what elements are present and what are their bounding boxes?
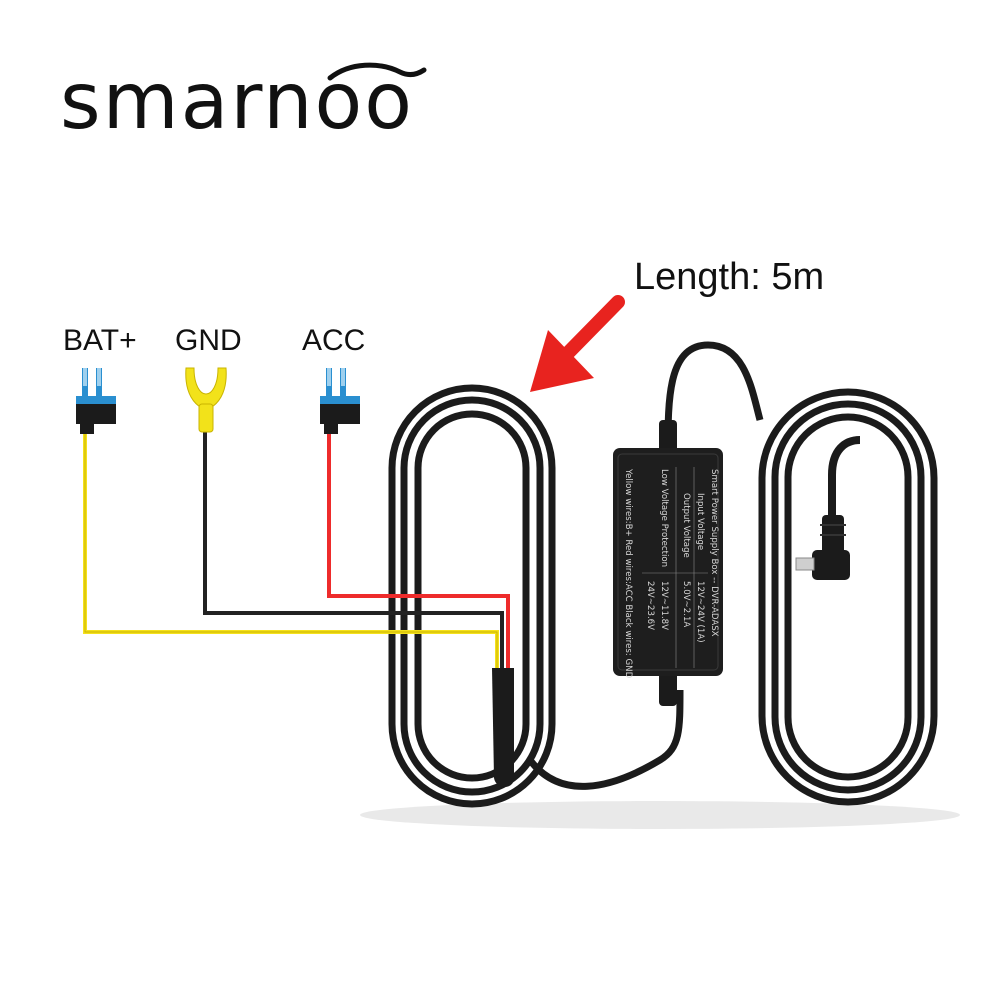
box-row-value-1: 5.0V~2.1A: [681, 581, 691, 627]
fuse-tap-bat-icon: [76, 368, 116, 434]
length-label: Length: 5m: [634, 256, 824, 298]
box-row-label-0: Input Voltage: [695, 493, 705, 550]
wire-sleeve: [492, 668, 514, 787]
box-strain-relief-bottom: [659, 670, 677, 706]
length-arrow-icon: [530, 295, 625, 392]
fork-terminal-gnd-icon: [185, 367, 227, 433]
box-row-value-2: 12V~11.8V: [659, 581, 669, 630]
right-cable-coil: [758, 388, 938, 806]
cable-to-connector: [828, 436, 861, 520]
wire-label-gnd: GND: [175, 324, 242, 357]
cable-top-loop: [664, 341, 764, 451]
box-strain-relief-top: [659, 420, 677, 456]
logo-swoosh: [327, 62, 427, 81]
box-row-label-1: Output Voltage: [681, 493, 691, 558]
box-row-value-3: 24V~23.6V: [645, 581, 655, 630]
fuse-tap-acc-icon: [320, 368, 360, 434]
box-row-label-2: Low Voltage Protection: [659, 469, 669, 567]
mini-usb-connector: [795, 515, 850, 580]
brand-name: smarnoo: [60, 57, 414, 147]
cable-left-to-box: [527, 689, 684, 790]
wire-acc: [327, 428, 510, 668]
box-title: Smart Power Supply Box -- DVR-ADASX: [709, 469, 719, 637]
box-row-value-0: 12V~24V (1A): [695, 581, 705, 643]
cable-shadow: [360, 801, 960, 829]
wire-bat-edge: [84, 430, 498, 668]
box-wire-legend: Yellow wires:B+ Red wires:ACC Black wire…: [623, 468, 633, 679]
power-supply-box: Smart Power Supply Box -- DVR-ADASX Inpu…: [613, 448, 723, 679]
wire-label-bat: BAT+: [63, 324, 137, 357]
wire-label-acc: ACC: [302, 324, 365, 357]
brand-logo: smarnoo: [60, 57, 427, 147]
wire-gnd: [203, 428, 504, 668]
